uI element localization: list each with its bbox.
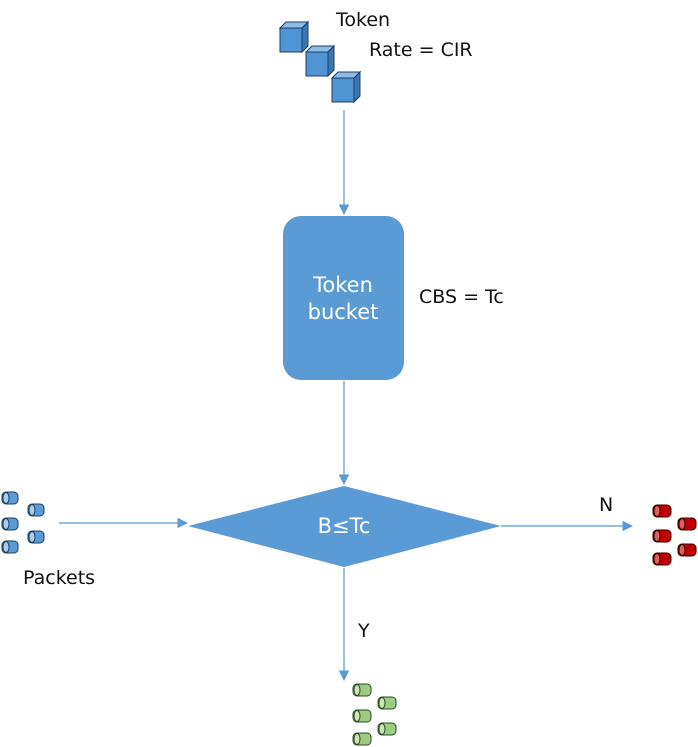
decision-diamond: [188, 486, 501, 567]
packet-cylinder-icon: [1, 517, 19, 531]
packet-cylinder-icon: [352, 709, 372, 723]
packet-cylinder-icon: [677, 543, 697, 557]
packet-cylinder-icon: [352, 683, 372, 697]
packet-cylinder-icon: [1, 491, 19, 505]
token-bucket-box: [283, 216, 404, 380]
bucket-label-line1: Token: [312, 273, 373, 297]
packet-cylinder-icon: [1, 540, 19, 554]
rate-label: Rate = CIR: [369, 39, 473, 61]
packet-cylinder-icon: [652, 552, 672, 566]
packet-cylinder-icon: [677, 517, 697, 531]
packets-label: Packets: [23, 567, 95, 589]
packet-cylinder-icon: [652, 504, 672, 518]
cube-icon: [304, 44, 336, 78]
cube-icon: [330, 70, 362, 104]
bucket-label-line2: bucket: [308, 300, 379, 324]
packet-cylinder-icon: [27, 503, 45, 517]
conform-packets: [352, 683, 397, 746]
incoming-packets: [1, 491, 45, 554]
token-label: Token: [335, 9, 390, 31]
packet-cylinder-icon: [27, 530, 45, 544]
packet-cylinder-icon: [377, 722, 397, 736]
packet-cylinder-icon: [352, 732, 372, 746]
cube-icon: [278, 20, 310, 54]
packet-cylinder-icon: [652, 529, 672, 543]
no-label: N: [599, 494, 613, 516]
exceed-packets: [652, 504, 697, 566]
token-cubes: [278, 20, 362, 104]
cbs-label: CBS = Tc: [419, 286, 504, 308]
packet-cylinder-icon: [377, 696, 397, 710]
decision-label: B≤Tc: [318, 514, 371, 538]
yes-label: Y: [357, 620, 370, 642]
